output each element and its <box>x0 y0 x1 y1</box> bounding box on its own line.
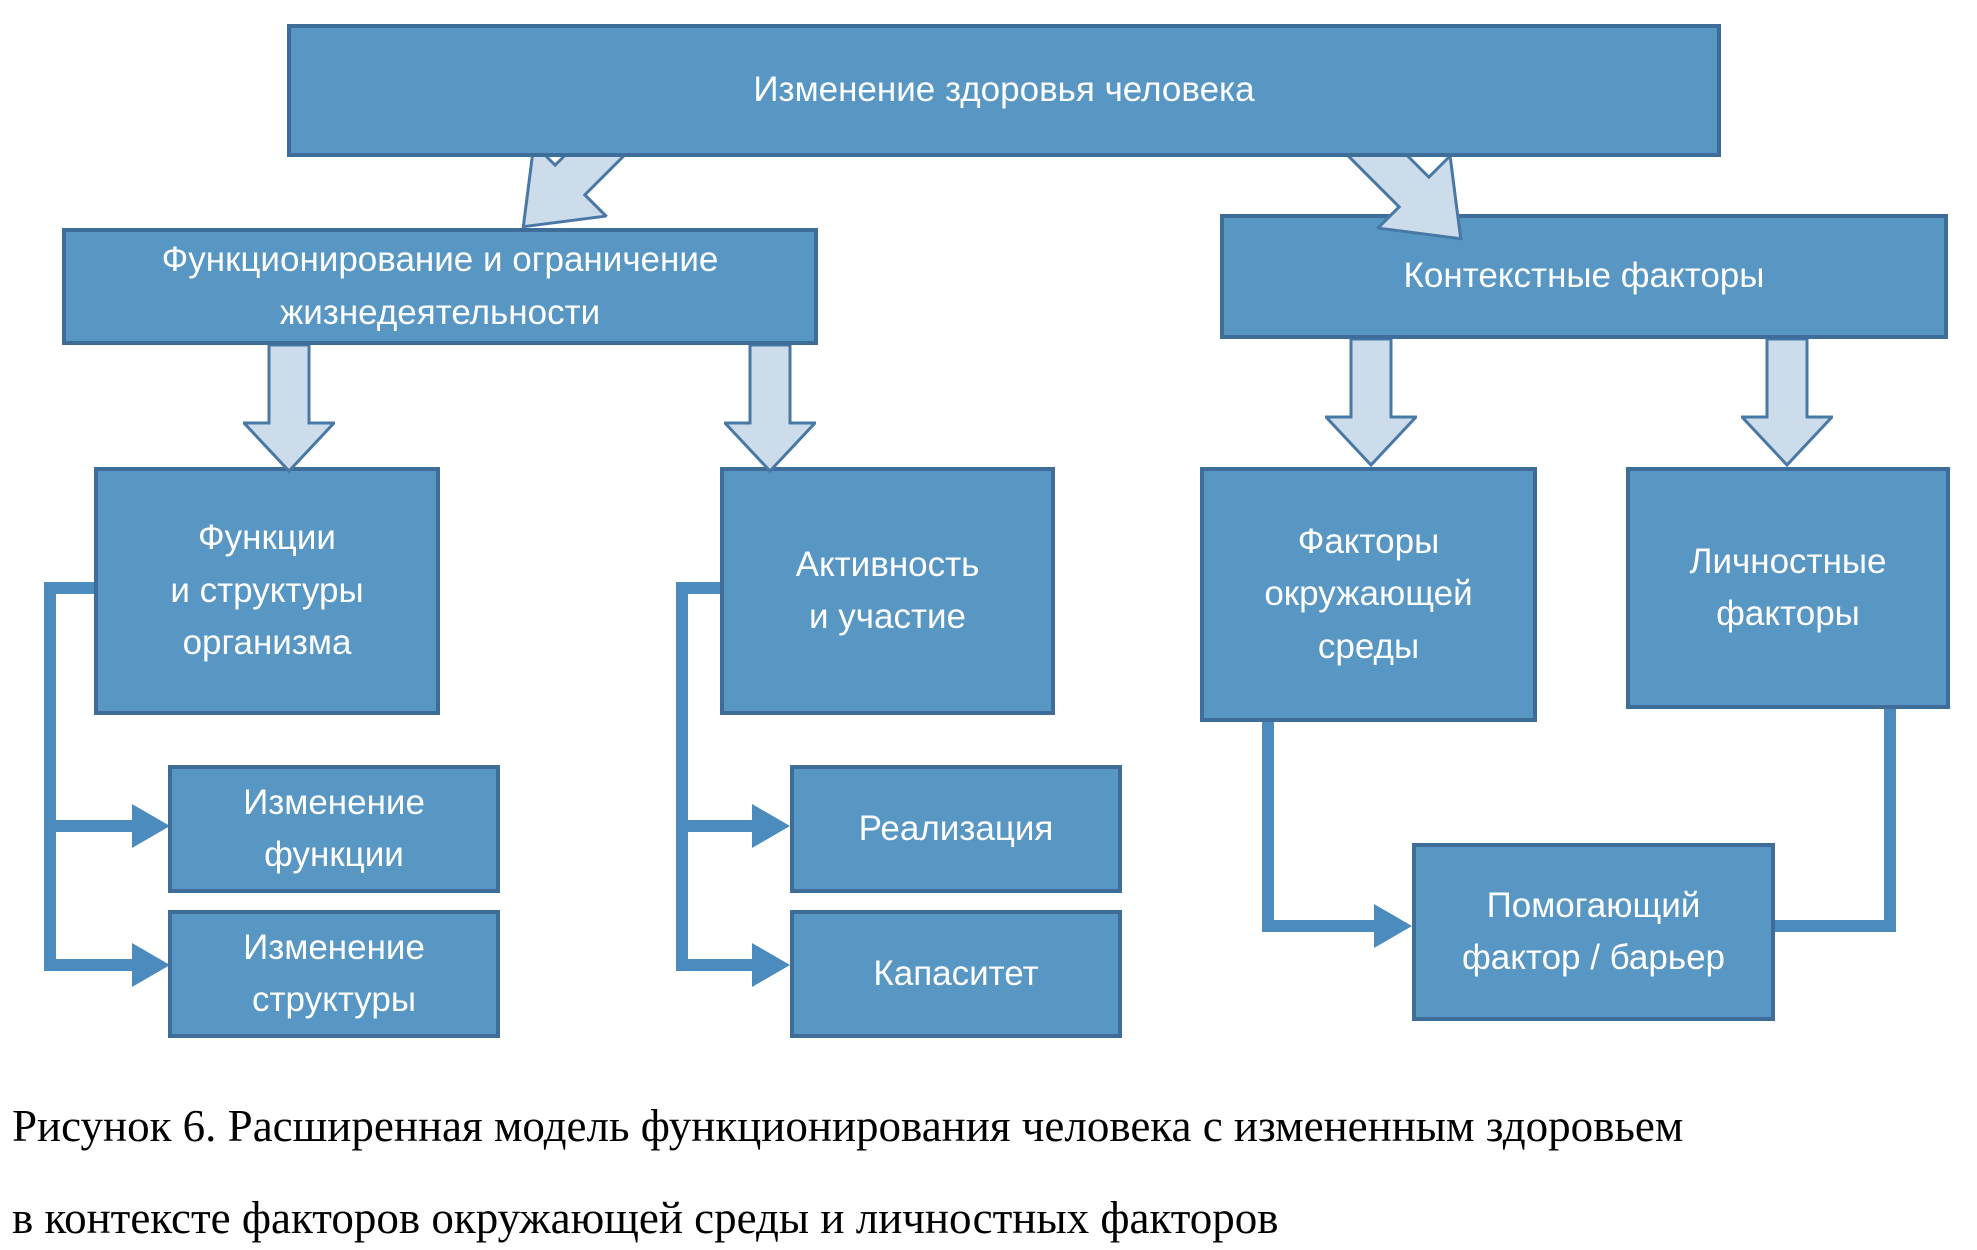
arrowhead-structure-change-icon <box>132 943 170 987</box>
node-personal-factors-label: Личностные факторы <box>1689 541 1887 634</box>
down-arrow-icon <box>1322 337 1420 472</box>
connector-personal-horizontal <box>1772 920 1896 932</box>
node-performance-label: Реализация <box>858 808 1054 848</box>
node-performance: Реализация <box>790 765 1122 893</box>
arrowhead-function-change-icon <box>132 804 170 848</box>
connector-body-functions-horizontal <box>44 582 94 594</box>
figure-caption-line1: Рисунок 6. Расширенная модель функционир… <box>12 1101 1684 1151</box>
arrowhead-performance-icon <box>752 804 790 848</box>
node-function-change: Изменение функции <box>168 765 500 893</box>
node-functioning-disability-label: Функционирование и ограничение жизнедеят… <box>161 240 719 332</box>
node-activity-participation-label: Активность и участие <box>795 544 980 637</box>
node-activity-participation: Активность и участие <box>720 467 1055 715</box>
node-facilitator-barrier: Помогающий фактор / барьер <box>1412 843 1775 1021</box>
arrowhead-capacity-icon <box>752 943 790 987</box>
connector-activity-vertical <box>676 582 688 971</box>
connector-personal-vertical <box>1884 704 1896 932</box>
node-contextual-factors-label: Контекстные факторы <box>1403 256 1765 296</box>
connector-environmental-vertical <box>1262 716 1274 932</box>
connector-environmental-horizontal <box>1262 920 1374 932</box>
node-environmental-factors-label: Факторы окружающей среды <box>1264 521 1473 666</box>
arrowhead-facilitator-left-icon <box>1374 904 1412 948</box>
node-facilitator-barrier-label: Помогающий фактор / барьер <box>1461 885 1726 978</box>
node-functioning-disability: Функционирование и ограничение жизнедеят… <box>62 228 818 345</box>
connector-to-structure-change <box>56 959 132 971</box>
node-function-change-label: Изменение функции <box>243 782 425 875</box>
node-structure-change-label: Изменение структуры <box>243 927 425 1020</box>
connector-to-capacity <box>688 959 752 971</box>
figure-caption: Рисунок 6. Расширенная модель функционир… <box>12 1080 1683 1250</box>
connector-body-functions-vertical <box>44 582 56 971</box>
node-health-change: Изменение здоровья человека <box>287 24 1721 157</box>
connector-to-function-change <box>56 820 132 832</box>
node-contextual-factors: Контекстные факторы <box>1220 214 1948 339</box>
figure-caption-line2: в контексте факторов окружающей среды и … <box>12 1193 1279 1243</box>
connector-to-performance <box>688 820 752 832</box>
node-health-change-label: Изменение здоровья человека <box>753 70 1255 110</box>
down-arrow-icon <box>1738 337 1836 472</box>
node-capacity-label: Капаситет <box>873 953 1039 993</box>
node-capacity: Капаситет <box>790 910 1122 1038</box>
node-body-functions-structures-label: Функции и структуры организма <box>170 518 364 663</box>
node-personal-factors: Личностные факторы <box>1626 467 1950 709</box>
down-arrow-icon <box>721 343 819 478</box>
down-arrow-icon <box>240 343 338 478</box>
node-body-functions-structures: Функции и структуры организма <box>94 467 440 715</box>
node-environmental-factors: Факторы окружающей среды <box>1200 467 1537 722</box>
node-structure-change: Изменение структуры <box>168 910 500 1038</box>
